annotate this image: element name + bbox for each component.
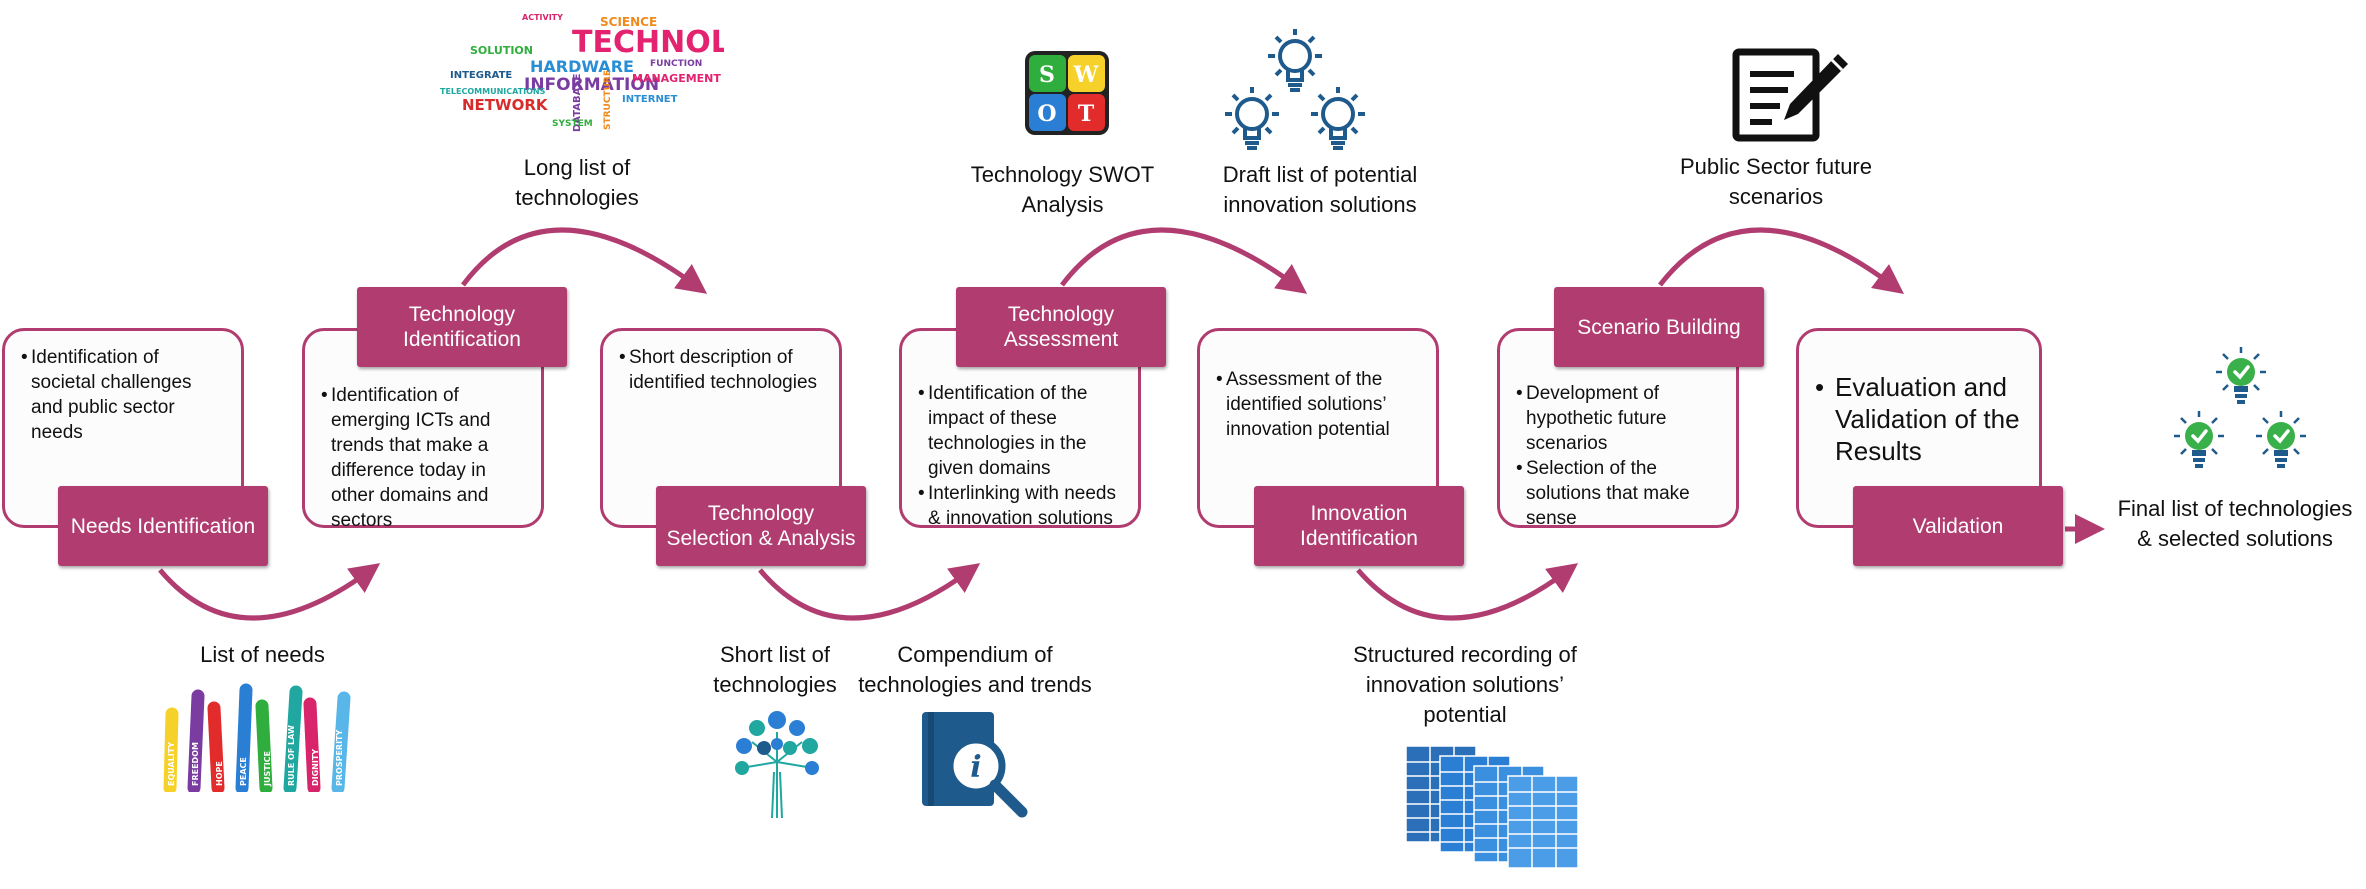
- cloud-word: ACTIVITY: [522, 13, 563, 22]
- cloud-word: SOLUTION: [470, 44, 533, 57]
- hand-word: RULE OF LAW: [287, 725, 296, 786]
- validation-label: Validation: [1853, 486, 2063, 566]
- list-of-needs-caption: List of needs: [200, 642, 325, 667]
- info-letter: i: [970, 750, 981, 785]
- cloud-word: FUNCTION: [650, 59, 702, 69]
- technology-identification-card: Identification of emerging ICTs and tren…: [302, 328, 544, 531]
- cloud-word: SCIENCE: [600, 15, 657, 29]
- card-bullet: Assessment of the identified solutions’ …: [1216, 367, 1420, 442]
- final-list-caption: Final list of technologies & selected so…: [2117, 496, 2353, 551]
- card-bullet: Identification of the impact of these te…: [918, 381, 1122, 481]
- card-bullet: Identification of emerging ICTs and tren…: [321, 383, 525, 533]
- hand-word: DIGNITY: [311, 749, 320, 786]
- arc-scenario-to-validation: [1658, 227, 1905, 294]
- arc-assessment-to-innovation: [1060, 227, 1308, 294]
- cloud-word: TECHNOLOGY: [572, 25, 724, 60]
- hand-word: PROSPERITY: [335, 729, 344, 786]
- swot-letter: W: [1073, 62, 1099, 88]
- card-bullet: Selection of the solutions that make sen…: [1516, 456, 1720, 531]
- draft-list-caption: Draft list of potential innovation solut…: [1222, 162, 1418, 217]
- swot-puzzle-icon: S W O T: [1025, 51, 1109, 135]
- card-bullet: Interlinking with needs & innovation sol…: [918, 481, 1122, 531]
- long-list-caption: Long list of technologies: [515, 155, 639, 210]
- arc-needs-to-identification: [158, 563, 381, 621]
- scenario-building-label: Scenario Building: [1554, 287, 1764, 367]
- hand-word: PEACE: [239, 757, 248, 786]
- cloud-word: INFORMATION: [524, 75, 659, 95]
- card-bullet: Identification of societal challenges an…: [21, 345, 225, 445]
- structured-recording-caption: Structured recording of innovation solut…: [1353, 642, 1577, 727]
- cloud-word: STRUCTURE: [603, 70, 613, 130]
- needs-identification-label: Needs Identification: [58, 486, 268, 566]
- cloud-word: HARDWARE: [530, 57, 634, 76]
- hand-word: EQUALITY: [167, 742, 176, 786]
- card-bullet: Short description of identified technolo…: [619, 345, 823, 395]
- compendium-caption: Compendium of technologies and trends: [858, 642, 1092, 697]
- raised-hands-icon: EQUALITY FREEDOM HOPE PEACE JUSTICE RULE…: [163, 683, 351, 792]
- arc-identification-to-selection: [460, 227, 708, 294]
- info-book-icon: i: [922, 712, 1028, 818]
- hand-word: FREEDOM: [191, 742, 200, 786]
- technology-selection-label: Technology Selection & Analysis: [656, 486, 866, 566]
- cloud-word: SYSTEM: [552, 119, 593, 129]
- swot-letter: T: [1078, 101, 1095, 127]
- arc-innovation-to-scenario: [1356, 563, 1579, 621]
- hand-word: JUSTICE: [263, 751, 272, 787]
- technology-assessment-label: Technology Assessment: [956, 287, 1166, 367]
- edit-document-icon: [1732, 48, 1848, 142]
- card-bullet: Evaluation and Validation of the Results: [1815, 371, 2023, 467]
- cloud-word: INTEGRATE: [450, 70, 512, 81]
- technology-tree-icon: [735, 711, 819, 818]
- swot-letter: S: [1039, 62, 1055, 88]
- hand-word: HOPE: [215, 761, 224, 786]
- swot-caption: Technology SWOT Analysis: [970, 162, 1155, 217]
- spreadsheet-tables-icon: [1405, 745, 1579, 869]
- cloud-word: NETWORK: [462, 96, 549, 114]
- cloud-word: INTERNET: [622, 94, 678, 105]
- card-bullet: Development of hypothetic future scenari…: [1516, 381, 1720, 456]
- short-list-caption: Short list of technologies: [713, 642, 837, 697]
- innovation-identification-label: Innovation Identification: [1254, 486, 1464, 566]
- scenarios-caption: Public Sector future scenarios: [1680, 154, 1872, 209]
- cloud-word: DATABASE: [572, 73, 583, 132]
- check-lightbulbs-icon: [2172, 345, 2308, 470]
- arc-selection-to-assessment: [758, 563, 981, 621]
- cloud-word: TELECOMMUNICATIONS: [440, 87, 546, 96]
- lightbulbs-icon: [1223, 27, 1367, 150]
- swot-letter: O: [1037, 101, 1056, 127]
- technology-identification-label: Technology Identification: [357, 287, 567, 367]
- cloud-word: MANAGEMENT: [632, 72, 721, 85]
- technology-word-cloud-icon: TECHNOLOGY HARDWARE INFORMATION NETWORK …: [440, 13, 724, 132]
